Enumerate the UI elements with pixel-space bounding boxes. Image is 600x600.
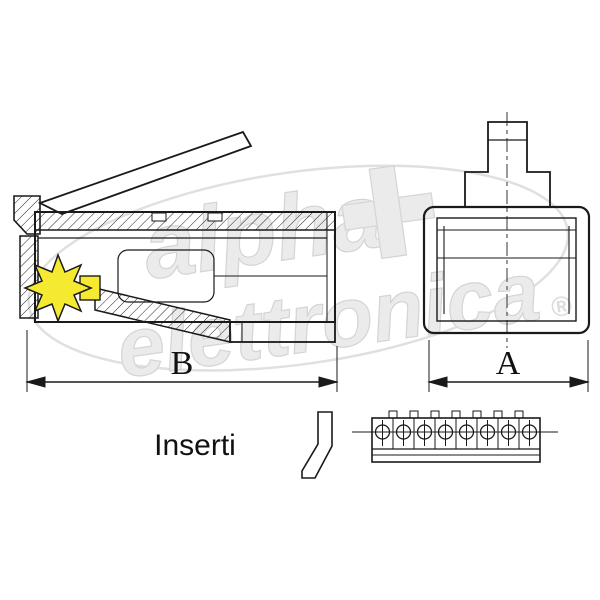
contact-hole — [458, 424, 475, 440]
arrowhead-right — [569, 376, 590, 388]
front-face-hatch — [19, 235, 39, 319]
comb-notch — [493, 410, 503, 419]
dimension-b: B — [25, 330, 339, 392]
side-view — [13, 130, 336, 343]
contact-hole — [479, 424, 496, 440]
contact-hole — [374, 424, 391, 440]
contact-hole — [416, 424, 433, 440]
arrowhead-left — [427, 376, 448, 388]
dimension-b-label: B — [171, 345, 194, 382]
inserts-section: Inserti — [154, 410, 558, 479]
insert-comb — [352, 410, 558, 463]
insert-profile — [301, 411, 333, 479]
latch-lever-arm — [37, 130, 253, 215]
watermark-plus-icon — [341, 165, 436, 260]
contact-hole — [521, 424, 538, 440]
latch-lever — [13, 130, 253, 235]
wire-insert-highlight — [23, 252, 93, 324]
comb-notch — [430, 410, 440, 419]
dimension-a-label: A — [496, 345, 521, 382]
inserts-label: Inserti — [154, 429, 236, 462]
front-body-outline — [422, 205, 591, 335]
hatch-notch — [207, 212, 223, 222]
comb-notch — [451, 410, 461, 419]
dimension-a: A — [427, 340, 590, 392]
front-view — [422, 112, 591, 348]
watermark-registered-symbol: ® — [549, 290, 574, 324]
comb-notch — [514, 410, 524, 419]
lower-right-block — [229, 321, 336, 343]
comb-notch — [388, 410, 398, 419]
comb-notch — [409, 410, 419, 419]
contact-hole — [395, 424, 412, 440]
latch-hook — [13, 195, 41, 235]
contact-hole — [500, 424, 517, 440]
arrowhead-right — [318, 376, 339, 388]
arrowhead-left — [25, 376, 46, 388]
hatch-notch — [151, 212, 167, 222]
comb-notch — [472, 410, 482, 419]
contact-hole — [437, 424, 454, 440]
body-top-hatch — [34, 211, 336, 231]
front-inner-rect — [436, 217, 577, 322]
